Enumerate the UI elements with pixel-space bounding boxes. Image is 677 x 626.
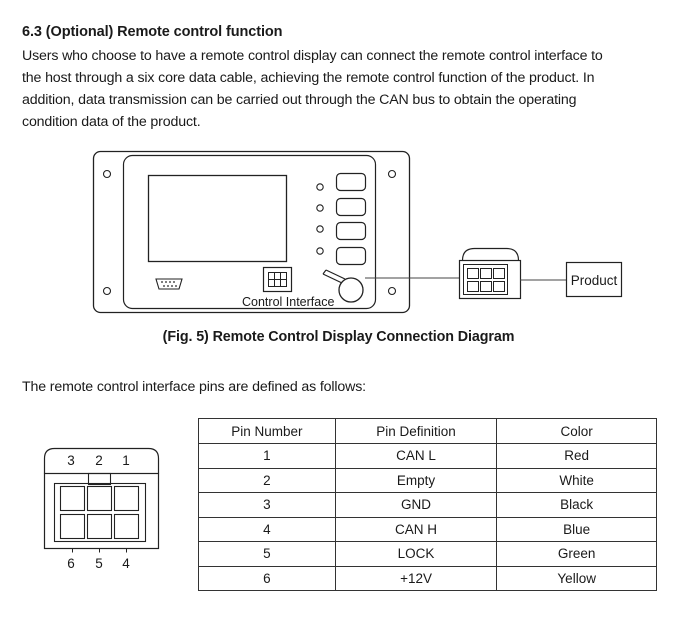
panel-button — [335, 197, 367, 217]
screw-hole-icon — [102, 286, 112, 296]
table-cell: 5 — [198, 541, 336, 567]
table-header-row: Pin Number Pin Definition Color — [198, 418, 657, 444]
table-cell: 4 — [198, 516, 336, 542]
indicator-led-icon — [316, 183, 324, 191]
display-panel-outline — [92, 150, 411, 314]
knob-icon — [322, 269, 364, 303]
dsub-port-icon — [155, 278, 183, 290]
screw-hole-icon — [102, 169, 112, 179]
indicator-led-icon — [316, 247, 324, 255]
intro-paragraph: Users who choose to have a remote contro… — [22, 45, 662, 133]
table-cell: +12V — [334, 565, 498, 591]
table-cell: Black — [496, 492, 657, 518]
pin-number-bottom: 5 — [95, 556, 103, 571]
panel-button — [335, 221, 367, 241]
display-inner-face — [122, 154, 377, 310]
table-cell: LOCK — [334, 541, 498, 567]
column-header: Pin Number — [198, 418, 336, 444]
paragraph-line: Users who choose to have a remote contro… — [22, 48, 603, 64]
panel-button — [335, 172, 367, 192]
table-cell: 3 — [198, 492, 336, 518]
product-label: Product — [571, 273, 618, 288]
table-row: 3 GND Black — [198, 492, 657, 518]
pin-number-bottom: 4 — [122, 556, 130, 571]
table-row: 2 Empty White — [198, 467, 657, 493]
table-cell: 1 — [198, 443, 336, 469]
figure-caption: (Fig. 5) Remote Control Display Connecti… — [162, 329, 515, 345]
table-row: 4 CAN H Blue — [198, 516, 657, 542]
table-cell: CAN L — [334, 443, 498, 469]
pins-intro-text: The remote control interface pins are de… — [22, 379, 366, 395]
table-cell: 2 — [198, 467, 336, 493]
table-row: 6 +12V Yellow — [198, 565, 657, 591]
table-row: 1 CAN L Red — [198, 443, 657, 469]
control-interface-label: Control Interface — [242, 295, 334, 309]
lcd-screen — [147, 174, 288, 263]
table-cell: CAN H — [334, 516, 498, 542]
screw-hole-icon — [387, 286, 397, 296]
table-cell: GND — [334, 492, 498, 518]
pin-number-top: 2 — [95, 453, 103, 468]
control-interface-port-icon — [262, 266, 293, 293]
table-cell: Empty — [334, 467, 498, 493]
paragraph-line: condition data of the product. — [22, 114, 201, 130]
table-cell: Yellow — [496, 565, 657, 591]
product-box — [565, 261, 623, 298]
screw-hole-icon — [387, 169, 397, 179]
panel-button — [335, 246, 367, 266]
table-cell: Red — [496, 443, 657, 469]
column-header: Pin Definition — [334, 418, 498, 444]
table-row: 5 LOCK Green — [198, 541, 657, 567]
indicator-led-icon — [316, 204, 324, 212]
paragraph-line: the host through a six core data cable, … — [22, 70, 595, 86]
indicator-led-icon — [316, 225, 324, 233]
paragraph-line: addition, data transmission can be carri… — [22, 92, 577, 108]
pin-number-top: 1 — [122, 453, 130, 468]
pin-number-top: 3 — [67, 453, 75, 468]
pin-connector-diagram — [43, 447, 160, 553]
section-heading: 6.3 (Optional) Remote control function — [22, 24, 283, 40]
cable-plug-icon — [458, 247, 522, 300]
pin-definition-table: Pin Number Pin Definition Color 1 CAN L … — [198, 418, 657, 591]
table-cell: White — [496, 467, 657, 493]
table-cell: Green — [496, 541, 657, 567]
table-cell: Blue — [496, 516, 657, 542]
column-header: Color — [496, 418, 657, 444]
table-cell: 6 — [198, 565, 336, 591]
pin-number-bottom: 6 — [67, 556, 75, 571]
